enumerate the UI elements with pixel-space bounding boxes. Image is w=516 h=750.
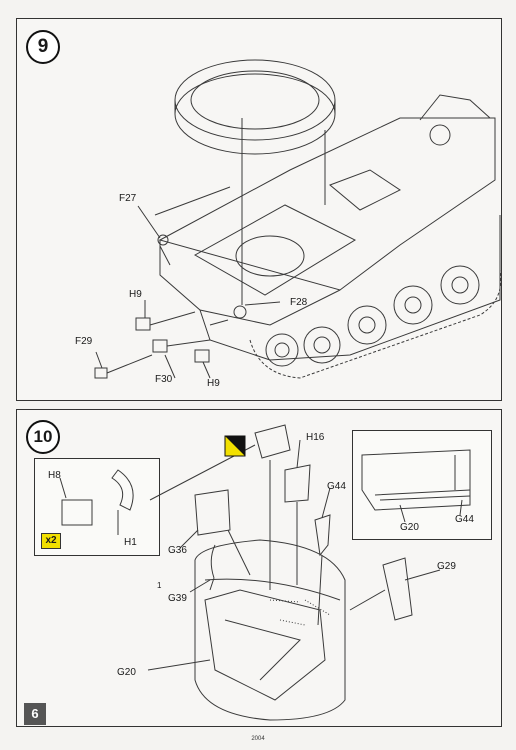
turret-ring-inner	[190, 70, 320, 130]
label-g44: G44	[327, 481, 346, 492]
quantity-badge-x2: x2	[41, 533, 61, 549]
label-h8: H8	[48, 470, 61, 481]
step-10-number: 10	[26, 420, 60, 454]
step-9-number: 9	[26, 30, 60, 64]
part-h8-top	[254, 424, 291, 459]
label-h16: H16	[306, 432, 325, 443]
sticker-warning-icon	[224, 435, 246, 457]
label-f27: F27	[119, 193, 137, 204]
label-f28: F28	[290, 297, 308, 308]
part-g29	[382, 557, 413, 621]
label-one: 1	[157, 581, 162, 590]
step-9-panel	[16, 18, 502, 401]
page-number: 6	[24, 703, 46, 725]
basket-body	[194, 539, 346, 721]
hull-deck	[158, 117, 496, 291]
label-g20: G20	[117, 667, 136, 678]
inset-label-g44: G44	[455, 514, 474, 525]
hatch-circle	[235, 235, 305, 277]
footer-code: 2004	[251, 736, 265, 742]
part-g44	[314, 514, 331, 557]
inset-label-g20: G20	[400, 522, 419, 533]
turret-ring-outer	[174, 59, 336, 141]
label-h9-upper: H9	[129, 289, 142, 300]
part-h16	[284, 464, 311, 503]
label-f30: F30	[155, 374, 173, 385]
label-g39: G39	[168, 593, 187, 604]
label-h9-lower: H9	[207, 378, 220, 389]
part-g36	[194, 489, 231, 536]
label-f29: F29	[75, 336, 93, 347]
label-g36: G36	[168, 545, 187, 556]
detail-inset-right	[352, 430, 492, 540]
label-g29: G29	[437, 561, 456, 572]
label-h1: H1	[124, 537, 137, 548]
